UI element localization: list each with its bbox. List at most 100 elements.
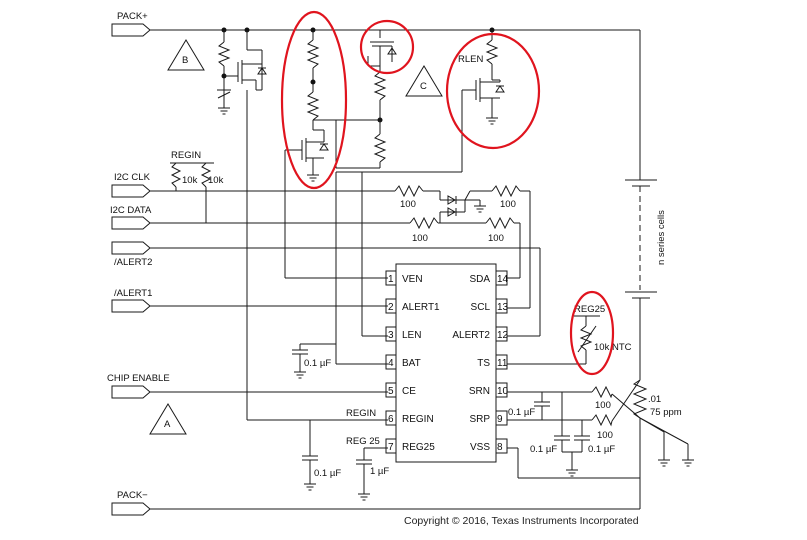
ic-pin-number: 6 (388, 414, 394, 425)
i2c-clk-line: 100 100 (150, 184, 531, 309)
cap-regin-label: 0.1 µF (314, 468, 341, 479)
ic-pin-left: 1 VEN (385, 270, 423, 286)
regin-top-label: REGIN (171, 150, 201, 161)
ic-pin-left: 3 LEN (385, 326, 421, 342)
sense-filter: 100 100 0.1 µF 0.1 µF 0.1 µF (507, 385, 615, 477)
ic-pin-name: REG25 (402, 442, 435, 453)
sense-ppm-label: 75 ppm (650, 407, 682, 418)
ic-pin-name: REGIN (402, 414, 434, 425)
connector-alert1: /ALERT1 (111, 288, 152, 313)
sense-resistor: .01 75 ppm (611, 379, 695, 467)
marker-b-text: B (182, 55, 188, 66)
r10k-2-label: 10k (208, 175, 224, 186)
highlight-ellipse-ven (280, 10, 348, 190)
highlight-ellipse-rlen (445, 32, 541, 150)
ic-pin-right: 13 SCL (471, 298, 509, 314)
ic-pin-number: 2 (388, 302, 394, 313)
marker-c: C (405, 65, 443, 97)
pack-plus-label: PACK+ (117, 11, 148, 22)
ic-pin-number: 7 (388, 442, 394, 453)
ven-divider-circuit (284, 30, 388, 279)
regin-pin-label: REGIN (346, 408, 376, 419)
ic-pin-name: CE (402, 386, 416, 397)
vss-net (507, 447, 640, 479)
ic-pin-name: BAT (402, 358, 421, 369)
n-series-cells-label: n series cells (656, 210, 667, 265)
cap-bat-label: 0.1 µF (304, 358, 331, 369)
r100-3-label: 100 (412, 233, 428, 244)
r100-4-label: 100 (488, 233, 504, 244)
ic-pin-number: 3 (388, 330, 394, 341)
cap-srn-label: 0.1 µF (508, 407, 535, 418)
ic-right-pins: 14 SDA 13 SCL 12 ALERT2 11 TS 10 SRN 9 SRP 8 VSS (452, 270, 509, 454)
marker-a-text: A (164, 419, 171, 430)
reg25-net: REG 25 1 µF (346, 436, 389, 501)
alert2-label: /ALERT2 (114, 257, 152, 268)
reg25-pin-label: REG 25 (346, 436, 380, 447)
ic-pin-name: VEN (402, 274, 423, 285)
connector-i2c-data: I2C DATA (110, 205, 152, 230)
esd-diodes (439, 190, 487, 223)
ic-pin-left: 5 CE (385, 382, 416, 398)
cap-sr1-label: 0.1 µF (530, 444, 557, 455)
ic-pin-name: TS (477, 358, 490, 369)
chip-enable-label: CHIP ENABLE (107, 373, 170, 384)
connector-pack-plus: PACK+ (111, 11, 151, 37)
ic-pin-right: 14 SDA (469, 270, 509, 286)
marker-b: B (167, 39, 205, 71)
battery-stack: n series cells (625, 179, 667, 380)
ic-pin-right: 11 TS (477, 354, 508, 370)
alert2-line (150, 247, 541, 337)
ic-pin-right: 8 VSS (470, 438, 508, 454)
ic-pin-left: 4 BAT (385, 354, 421, 370)
i2c-clk-label: I2C CLK (114, 172, 151, 183)
ic-pin-number: 14 (497, 274, 509, 285)
cap-reg25-label: 1 µF (370, 466, 389, 477)
r100-1-label: 100 (400, 199, 416, 210)
rlen-label: RLEN (458, 54, 483, 65)
ic-pin-number: 12 (497, 330, 509, 341)
r10k-1-label: 10k (182, 175, 198, 186)
ic-pin-name: ALERT2 (452, 330, 490, 341)
ic-pin-left: 7 REG25 (385, 438, 435, 454)
pack-minus-label: PACK− (117, 490, 148, 501)
ic-pin-left: 2 ALERT1 (385, 298, 440, 314)
ic-pin-name: SRP (469, 414, 490, 425)
ic-pin-number: 8 (497, 442, 503, 453)
alert1-label: /ALERT1 (114, 288, 152, 299)
ic-pin-name: VSS (470, 442, 490, 453)
r100-srp-label: 100 (597, 430, 613, 441)
ic-chip: 1 VEN 2 ALERT1 3 LEN 4 BAT 5 CE 6 REGIN 7 REG25 14 SDA… (385, 263, 509, 463)
ic-pin-right: 9 SRP (469, 410, 508, 426)
ic-pin-number: 9 (497, 414, 503, 425)
copyright-text: Copyright © 2016, Texas Instruments Inco… (404, 515, 639, 527)
connector-i2c-clk: I2C CLK (111, 172, 151, 198)
ic-pin-number: 5 (388, 386, 394, 397)
highlight-ellipse-c (359, 19, 415, 75)
ic-pin-number: 10 (497, 386, 509, 397)
ic-pin-number: 1 (388, 274, 394, 285)
i2c-data-label: I2C DATA (110, 205, 152, 216)
i2c-pullups: REGIN 10k 10k (170, 150, 224, 223)
ic-pin-number: 4 (388, 358, 394, 369)
ic-pin-left: 6 REGIN (385, 410, 434, 426)
ic-pin-number: 13 (497, 302, 509, 313)
r100-2-label: 100 (500, 199, 516, 210)
ic-pin-number: 11 (497, 358, 508, 369)
sense-value-label: .01 (648, 394, 661, 405)
connector-chip-enable: CHIP ENABLE (107, 373, 170, 399)
ic-pin-name: ALERT1 (402, 302, 440, 313)
r100-srn-label: 100 (595, 400, 611, 411)
pack-minus-rail (150, 418, 641, 510)
rlen-circuit: RLEN (361, 30, 505, 337)
connector-pack-minus: PACK− (111, 490, 151, 516)
block-b-circuit (217, 30, 267, 115)
ic-pin-name: SCL (471, 302, 491, 313)
ic-pin-name: SRN (469, 386, 490, 397)
ic-left-pins: 1 VEN 2 ALERT1 3 LEN 4 BAT 5 CE 6 REGIN 7 REG25 (385, 270, 440, 454)
ic-pin-right: 12 ALERT2 (452, 326, 509, 342)
highlight-ellipse-ntc (569, 290, 615, 376)
ic-pin-name: SDA (469, 274, 490, 285)
ic-pin-name: LEN (402, 330, 421, 341)
